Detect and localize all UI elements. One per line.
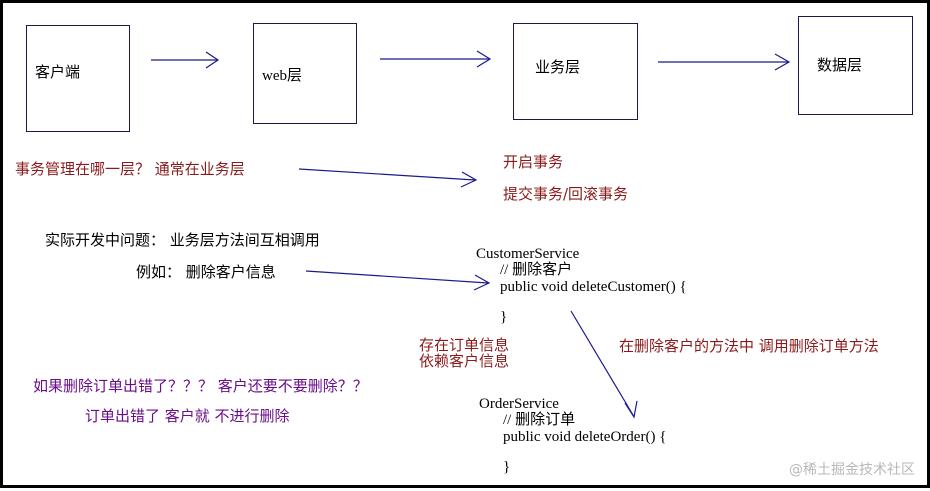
transaction-open-note: 开启事务 [503, 153, 564, 171]
what-if-question: 如果删除订单出错了？？？ 客户还要不要删除？？ [33, 377, 368, 395]
call-note: 在删除客户的方法中 调用删除订单方法 [619, 337, 879, 355]
order-service-close: } [503, 459, 511, 475]
arrow-web-to-business [380, 50, 492, 68]
customer-service-close: } [500, 309, 508, 325]
web-layer-label: web层 [262, 68, 302, 84]
example-note: 例如： 删除客户信息 [136, 263, 276, 281]
arrow-client-to-web [151, 51, 220, 69]
arrow-business-to-data [658, 53, 791, 71]
client-label: 客户端 [35, 63, 81, 81]
arrow-customer-to-order-service [570, 310, 638, 419]
web-layer-box [253, 23, 357, 124]
problem-note: 实际开发中问题： 业务层方法间互相调用 [45, 231, 320, 249]
dependency-note-line1: 存在订单信息 [419, 336, 510, 354]
watermark: @稀土掘金技术社区 [789, 462, 915, 478]
dependency-note-line2: 依赖客户信息 [419, 352, 510, 370]
order-service-name: OrderService [479, 396, 559, 412]
answer-note: 订单出错了 客户就 不进行删除 [85, 407, 290, 425]
client-box [26, 25, 130, 132]
transaction-layer-question: 事务管理在哪一层？ 通常在业务层 [15, 160, 245, 178]
arrow-question-to-transaction [298, 168, 478, 188]
order-service-comment: // 删除订单 [503, 412, 576, 428]
customer-service-signature: public void deleteCustomer() { [500, 279, 687, 295]
business-layer-box [513, 23, 638, 120]
arrow-example-to-customer-service [305, 270, 491, 291]
order-service-signature: public void deleteOrder() { [503, 429, 667, 445]
customer-service-name: CustomerService [476, 246, 580, 262]
data-layer-box [798, 16, 913, 115]
business-layer-label: 业务层 [535, 58, 581, 76]
customer-service-comment: // 删除客户 [500, 262, 573, 278]
transaction-commit-note: 提交事务/回滚事务 [503, 185, 629, 203]
data-layer-label: 数据层 [817, 56, 863, 74]
